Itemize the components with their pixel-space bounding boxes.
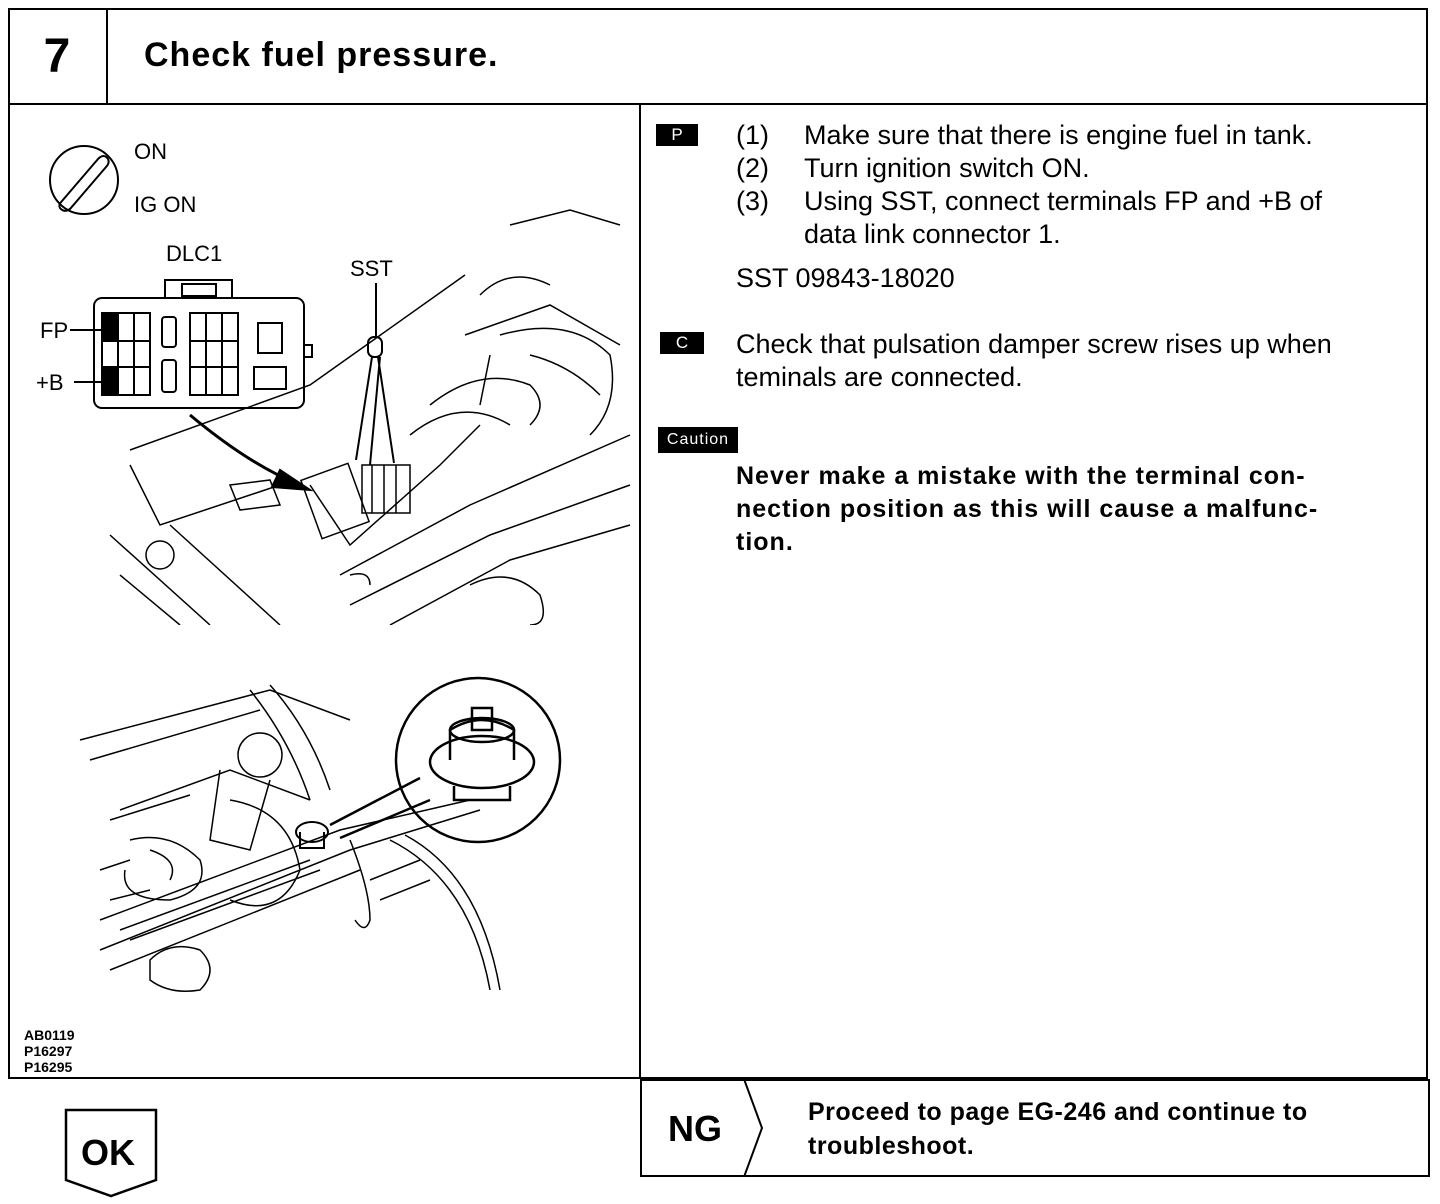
ignition-switch-icon <box>49 145 119 215</box>
terminal-fp-label: FP <box>40 318 69 343</box>
ng-instruction-line2: troubleshoot. <box>808 1132 975 1160</box>
caution-text-line3: tion. <box>736 528 794 556</box>
caution-tag: Caution <box>658 427 738 453</box>
step-3-text: Using SST, connect terminals FP and +B o… <box>804 186 1323 216</box>
step-title: Check fuel pressure. <box>144 36 499 74</box>
ng-instruction-line1: Proceed to page EG-246 and continue to <box>808 1098 1308 1126</box>
engine-bay-sketch <box>79 684 501 992</box>
step-3-num: (3) <box>736 186 769 216</box>
caution-text-line1: Never make a mistake with the terminal c… <box>736 462 1306 490</box>
step-1-text: Make sure that there is engine fuel in t… <box>804 120 1313 150</box>
caution-text-line2: nection position as this will cause a ma… <box>736 495 1319 523</box>
ignition-on-label: ON <box>134 139 167 164</box>
ng-chevron-icon <box>743 1079 764 1177</box>
damper-on-engine-icon <box>295 821 329 849</box>
procedure-tag: P <box>656 124 698 146</box>
ng-label: NG <box>668 1108 722 1149</box>
step-1-num: (1) <box>736 120 769 150</box>
ng-result-box <box>640 1079 1430 1177</box>
check-text-line2: teminals are connected. <box>736 362 1023 392</box>
step-number: 7 <box>8 8 108 105</box>
dlc1-connection-illustration <box>49 145 631 625</box>
dlc1-label: DLC1 <box>166 241 223 266</box>
pulsation-damper-illustration <box>79 676 562 992</box>
step-2-text: Turn ignition switch ON. <box>804 153 1090 183</box>
figure-code: AB0119 <box>24 1027 75 1043</box>
magnified-damper-icon <box>394 676 562 844</box>
step-header <box>8 8 1428 105</box>
figure-code: P16295 <box>24 1059 73 1075</box>
ignition-ig-on-label: IG ON <box>134 192 197 217</box>
check-text-line1: Check that pulsation damper screw rises … <box>736 329 1332 359</box>
terminal-b-label: +B <box>36 370 64 395</box>
sst-number: SST 09843-18020 <box>736 263 955 293</box>
dlc1-connector-icon <box>93 279 313 409</box>
figure-code: P16297 <box>24 1043 73 1059</box>
ok-result-arrow-icon <box>64 1108 158 1198</box>
step-3-text-cont: data link connector 1. <box>804 219 1061 249</box>
step-2-num: (2) <box>736 153 769 183</box>
column-divider <box>639 103 641 1079</box>
content-frame <box>8 103 1428 1079</box>
sst-label: SST <box>350 256 393 281</box>
engine-sketch <box>109 209 631 625</box>
check-tag: C <box>660 332 704 354</box>
ok-label: OK <box>81 1132 135 1173</box>
